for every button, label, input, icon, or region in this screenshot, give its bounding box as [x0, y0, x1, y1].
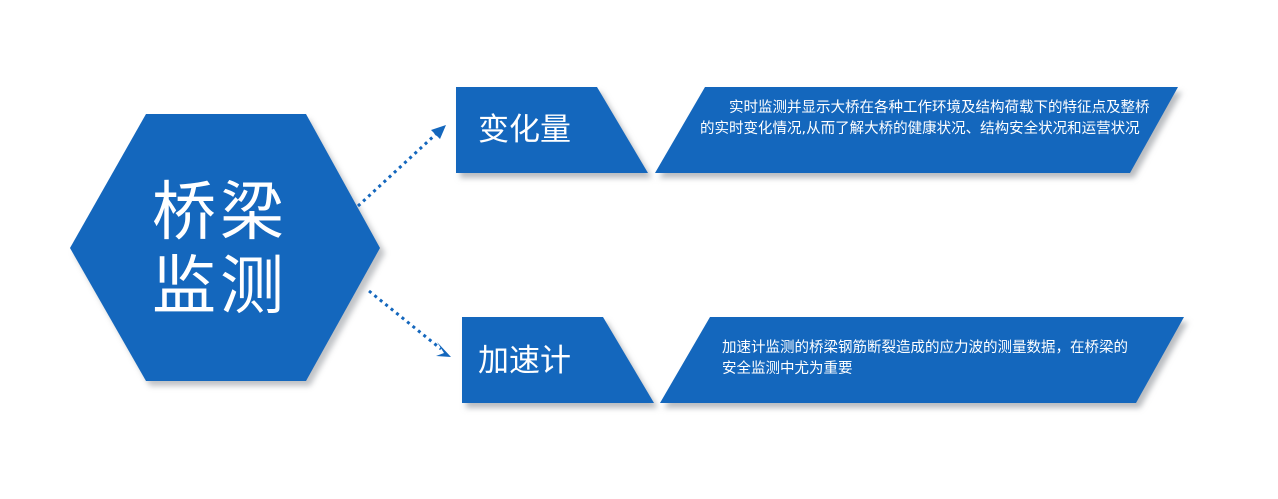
- arrow-head-2: [436, 342, 451, 357]
- center-title-line-1: 桥梁: [152, 176, 288, 250]
- arrow-to-item-2: [368, 289, 442, 351]
- item-1-label: 变化量: [478, 112, 571, 148]
- label-box-1: [456, 87, 648, 173]
- desc-box-1: [655, 87, 1178, 173]
- label-box-2: [462, 317, 654, 403]
- item-1-description: 实时监测并显示大桥在各种工作环境及结构荷载下的特征点及整桥的实时变化情况,从而了…: [700, 100, 1150, 137]
- desc-box-2: [660, 317, 1184, 403]
- item-2-description: 加速计监测的桥梁钢筋断裂造成的应力波的测量数据，在桥梁的安全监测中尤为重要: [722, 340, 1128, 377]
- center-title: 桥梁 监测: [60, 170, 380, 330]
- arrow-head-1: [431, 125, 446, 139]
- center-hexagon: [70, 114, 380, 381]
- item-2-label: 加速计: [478, 343, 571, 379]
- center-title-line-2: 监测: [152, 250, 288, 324]
